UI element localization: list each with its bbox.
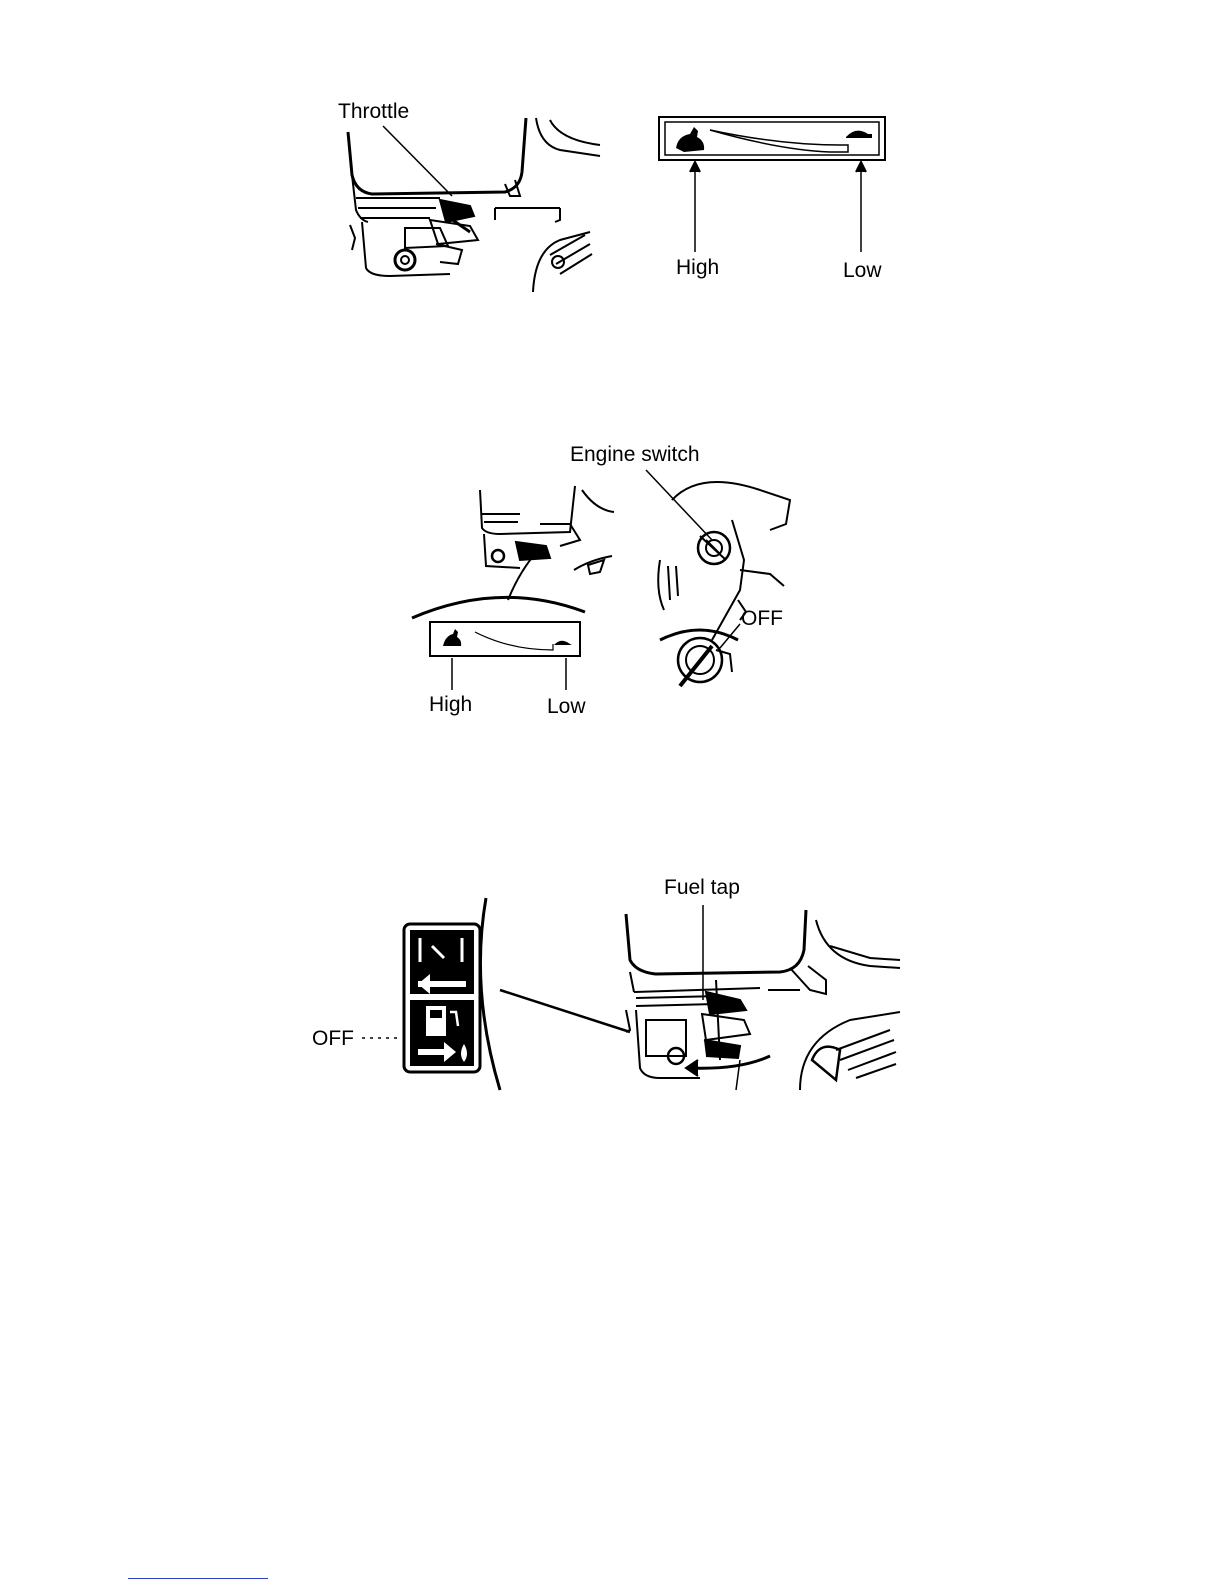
fuel-pump-icon	[410, 1000, 474, 1066]
footer-rule	[128, 1578, 268, 1579]
fuel-off-icon	[410, 930, 474, 994]
fuel-tap-drawing	[0, 0, 1225, 1100]
